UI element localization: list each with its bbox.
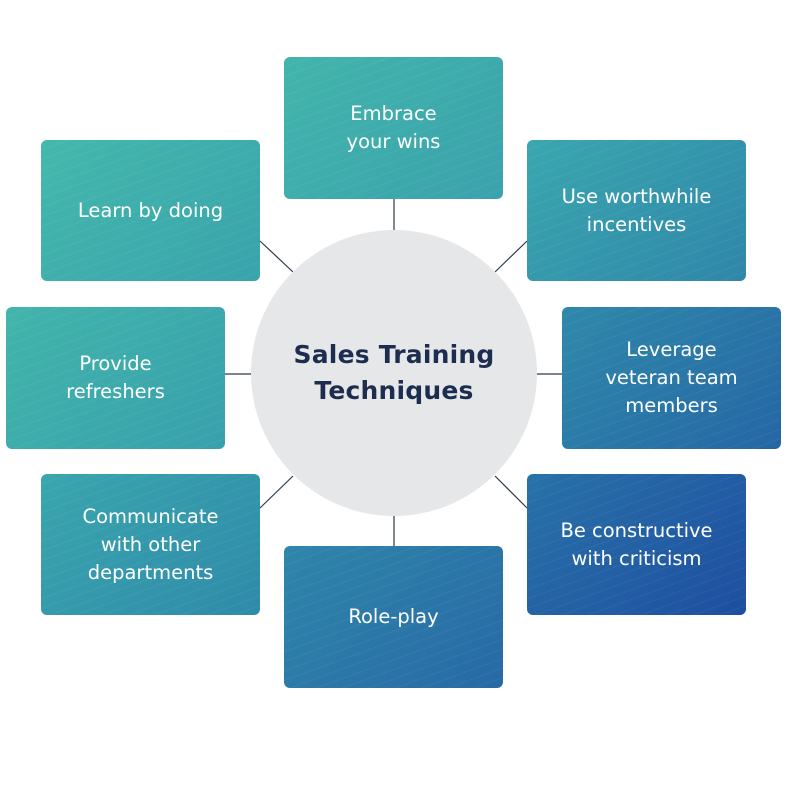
node-label: Leverage veteran team members [605,336,737,420]
node-provide-refreshers: Provide refreshers [6,307,225,449]
node-label: Communicate with other departments [83,503,219,587]
node-use-worthwhile-incentives: Use worthwhile incentives [527,140,746,281]
node-label-line: refreshers [66,380,165,403]
center-title-line: Techniques [314,376,474,405]
center-title: Sales Training Techniques [279,337,509,409]
node-label-line: Use worthwhile [561,184,712,208]
connector-top-right [494,240,528,273]
node-label-line: Embrace [350,102,437,125]
connector-bottom-right [494,475,528,509]
center-hub: Sales Training Techniques [251,230,537,516]
node-label: Be constructive with criticism [560,517,712,573]
node-label-line: with criticism [571,546,702,570]
node-label-line: Role-play [348,605,439,628]
node-embrace-your-wins: Embrace your wins [284,57,503,199]
node-label: Learn by doing [78,197,223,225]
node-label-line: members [625,394,718,417]
node-label: Role-play [348,603,438,631]
node-leverage-veteran-team-members: Leverage veteran team members [562,307,781,449]
node-label-line: incentives [586,212,687,236]
node-label: Use worthwhile incentives [562,183,712,239]
node-label-line: Communicate [82,504,219,528]
node-be-constructive-with-criticism: Be constructive with criticism [527,474,746,615]
node-label-line: departments [87,560,214,584]
node-label-line: with other [100,532,201,556]
node-label-line: Learn by doing [77,198,224,222]
node-label-line: Provide [79,352,152,375]
node-learn-by-doing: Learn by doing [41,140,260,281]
center-title-line: Sales Training [293,340,495,369]
node-label: Embrace your wins [347,100,441,156]
node-label: Provide refreshers [66,350,165,406]
connector-bottom-left [259,475,294,509]
node-label-line: Leverage [626,338,717,361]
node-label-line: veteran team [605,366,738,389]
node-label-line: Be constructive [560,518,713,542]
node-communicate-with-other-departments: Communicate with other departments [41,474,260,615]
node-role-play: Role-play [284,546,503,688]
connector-top-left [259,240,294,273]
node-label-line: your wins [346,130,441,153]
